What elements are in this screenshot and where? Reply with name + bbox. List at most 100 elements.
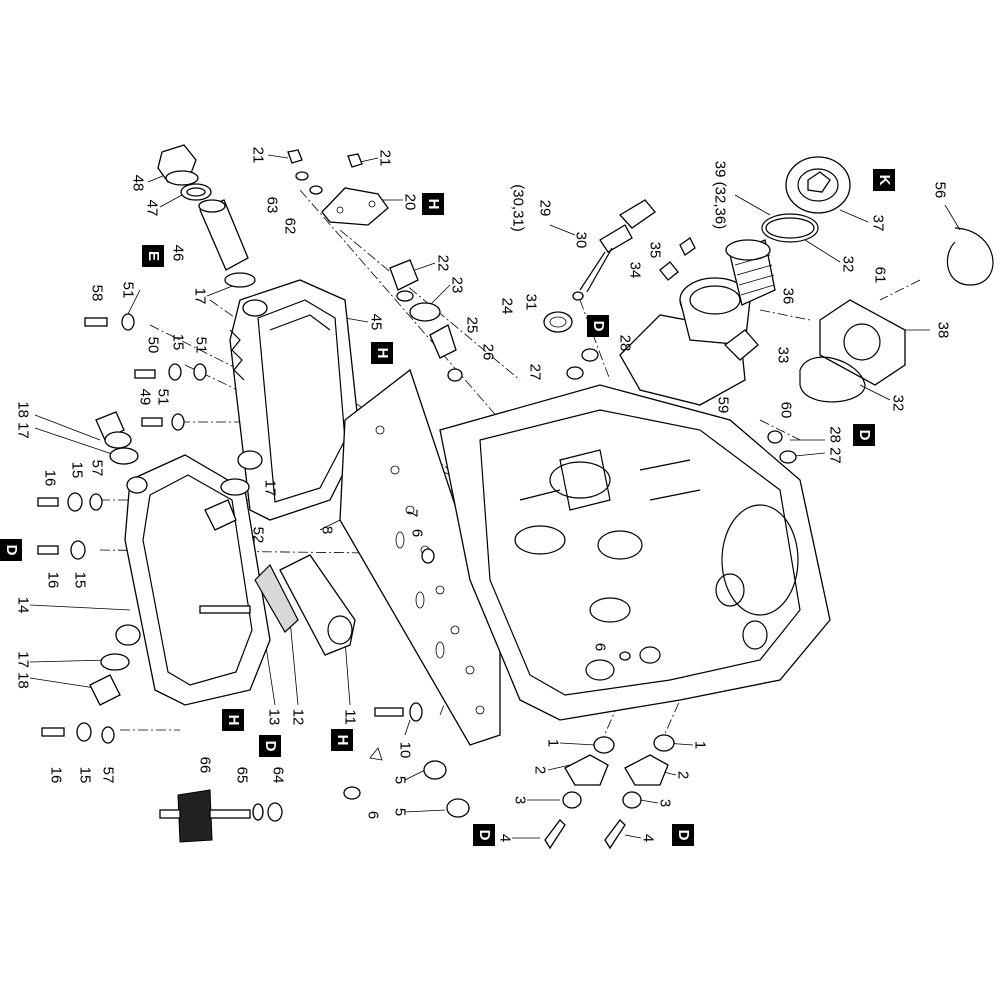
callout-l10: 10 [396, 741, 414, 759]
cover-plate-20 [287, 149, 389, 226]
main-housing [439, 384, 831, 721]
callout-l2b: 2 [674, 770, 692, 780]
callout-l20: 20 [401, 193, 419, 211]
callout-l17a: 17 [191, 287, 209, 305]
badge-bD3: D [0, 539, 22, 561]
callout-l22: 22 [434, 254, 452, 272]
callout-l4a: 4 [496, 833, 514, 843]
callout-l6b: 6 [591, 642, 609, 652]
callout-l52: 52 [249, 526, 267, 544]
sensor-30 [543, 199, 656, 333]
filter-element-36 [725, 239, 776, 306]
badge-bD4: D [259, 735, 281, 757]
strainer-group [199, 554, 356, 656]
callout-l21b: 21 [376, 149, 394, 167]
badge-bH2: H [371, 342, 393, 364]
plug-48-group [157, 144, 256, 288]
callout-l49: 49 [136, 388, 154, 406]
fittings-28-27 [566, 237, 797, 464]
callout-l36: 36 [779, 287, 797, 305]
plug-52 [204, 478, 250, 531]
callout-l50: 50 [144, 336, 162, 354]
callout-l14: 14 [14, 596, 32, 614]
callout-l1718: 17 18 [14, 651, 32, 689]
bolts-left [37, 313, 207, 744]
callout-l1b: 1 [691, 740, 709, 750]
isolator-66 [159, 789, 283, 843]
callout-l5b: 5 [391, 807, 409, 817]
callout-l3031: (30,31) [509, 184, 527, 232]
callout-l37: 37 [869, 214, 887, 232]
callout-l30: 30 [572, 231, 590, 249]
bracket-right [604, 734, 675, 850]
callout-l15c: 15 [71, 571, 89, 589]
callout-l3a: 3 [511, 795, 529, 805]
badge-bD2: D [853, 424, 875, 446]
callout-l2827: 28 27 [826, 426, 844, 464]
callout-l12: 12 [289, 708, 307, 726]
oil-pan-14 [115, 454, 271, 706]
callout-l57a: 57 [88, 459, 106, 477]
callout-l63: 63 [263, 196, 281, 214]
callout-l57b: 57 [99, 766, 117, 784]
callout-l15a: 15 [169, 333, 187, 351]
callout-l62: 62 [281, 217, 299, 235]
callout-l29: 29 [536, 199, 554, 217]
badge-bD1: D [587, 315, 609, 337]
callout-l65: 65 [233, 766, 251, 784]
callout-l66: 66 [196, 756, 214, 774]
plug-22-group [389, 259, 463, 382]
badge-bE: E [142, 245, 164, 267]
callout-l2a: 2 [531, 765, 549, 775]
valve-cover-45 [229, 279, 361, 521]
callout-l34: 34 [626, 261, 644, 279]
clip-56 [946, 227, 994, 286]
callout-l1a: 1 [544, 738, 562, 748]
callout-l16c: 16 [47, 766, 65, 784]
callout-l45: 45 [367, 313, 385, 331]
callout-l48: 48 [129, 174, 147, 192]
callout-l11: 11 [341, 709, 359, 725]
callout-l31: 31 [522, 293, 540, 311]
filter-head-59 [619, 277, 759, 406]
cover-plate-38 [799, 299, 906, 403]
callout-l58: 58 [88, 284, 106, 302]
callout-l15d: 15 [76, 766, 94, 784]
callout-l7: 7 [403, 508, 421, 518]
callout-l13: 13 [265, 708, 283, 726]
bolt-10 [374, 702, 423, 722]
callout-l28a: 28 [616, 334, 634, 352]
callout-l6a: 6 [408, 528, 426, 538]
callout-l64: 64 [269, 766, 287, 784]
badge-bK: K [873, 169, 895, 191]
callout-l26: 26 [479, 343, 497, 361]
badge-bH1: H [422, 193, 444, 215]
callout-l46: 46 [169, 244, 187, 262]
callout-l21a: 21 [249, 146, 267, 164]
callout-l24: 24 [498, 297, 516, 315]
badge-bD5: D [473, 824, 495, 846]
callout-l51a: 51 [119, 281, 137, 299]
callout-l27a: 27 [526, 363, 544, 381]
callout-l5a: 5 [391, 775, 409, 785]
callout-l3b: 3 [656, 798, 674, 808]
seals-5-6 [343, 747, 470, 818]
callout-l1817a: 18 17 [14, 401, 32, 439]
plug-18-lower [89, 653, 130, 706]
callout-l33: 33 [774, 346, 792, 364]
callout-l51c: 51 [154, 388, 172, 406]
callout-l32a: 32 [839, 255, 857, 273]
callout-l25: 25 [463, 316, 481, 334]
callout-l16b: 16 [44, 571, 62, 589]
bracket-left [544, 736, 615, 850]
filter-cap-37 [761, 156, 851, 243]
callout-l47: 47 [143, 199, 161, 217]
callout-l4b: 4 [639, 833, 657, 843]
callout-l61: 61 [871, 266, 889, 284]
callout-l60: 60 [777, 401, 795, 419]
callout-l8: 8 [318, 525, 336, 535]
badge-bH3: H [222, 709, 244, 731]
badge-bH4: H [331, 729, 353, 751]
